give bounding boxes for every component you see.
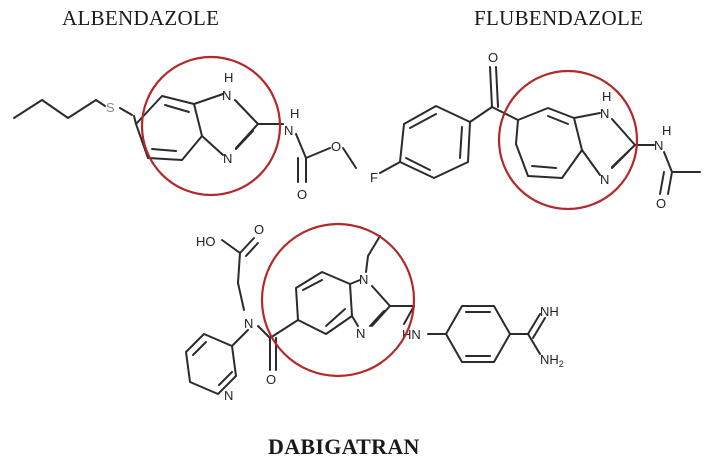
dabigatran-bonds: [185, 235, 546, 395]
carbamate-h: H: [290, 106, 299, 121]
flubendazole-structure: F O H N N H N O: [370, 50, 701, 211]
flubendazole-highlight-circle: [497, 69, 639, 211]
hydroxyl-ho: HO: [196, 234, 216, 249]
imidazole-n: N: [223, 151, 232, 166]
carbamate-n: N: [284, 123, 293, 138]
albendazole-highlight-circle: [140, 55, 282, 197]
flubendazole-title: FLUBENDAZOLE: [474, 6, 644, 30]
pyridine-n: N: [224, 388, 233, 403]
sulfur-atom: S: [106, 100, 115, 115]
dabigatran-atoms: HO O N N O N N HN NH NH2: [196, 222, 564, 403]
imidazole-h: H: [224, 70, 233, 85]
carbamate-n: N: [654, 138, 663, 153]
carbonyl-o: O: [297, 187, 307, 202]
albendazole-bonds: [13, 93, 357, 183]
flubendazole-atoms: F O H N N H N O: [370, 50, 671, 211]
albendazole-title: ALBENDAZOLE: [62, 6, 220, 30]
methyl-n: N: [359, 272, 368, 287]
carbonyl-o: O: [656, 196, 666, 211]
imine-nh: NH: [540, 304, 559, 319]
albendazole-structure: S H N N H N O O: [13, 55, 357, 202]
imidazole-n: N: [356, 326, 365, 341]
ketone-o: O: [488, 50, 498, 65]
amide-n: N: [244, 316, 253, 331]
imidazole-n: N: [600, 172, 609, 187]
imidazole-nh: N: [600, 106, 609, 121]
dabigatran-title: DABIGATRAN: [268, 434, 420, 459]
imidazole-nh: N: [222, 88, 231, 103]
carbamate-h: H: [662, 123, 671, 138]
albendazole-atoms: S H N N H N O O: [106, 70, 341, 202]
dabigatran-highlight-circle: [260, 222, 416, 378]
fluorine-atom: F: [370, 170, 378, 185]
amide-o: O: [266, 372, 276, 387]
flubendazole-bonds: [379, 66, 701, 195]
ester-o: O: [331, 139, 341, 154]
acid-o: O: [254, 222, 264, 237]
dabigatran-structure: HO O N N O N N HN NH NH2: [185, 222, 564, 403]
amine-nh2: NH2: [540, 352, 564, 369]
imidazole-h: H: [602, 89, 611, 104]
